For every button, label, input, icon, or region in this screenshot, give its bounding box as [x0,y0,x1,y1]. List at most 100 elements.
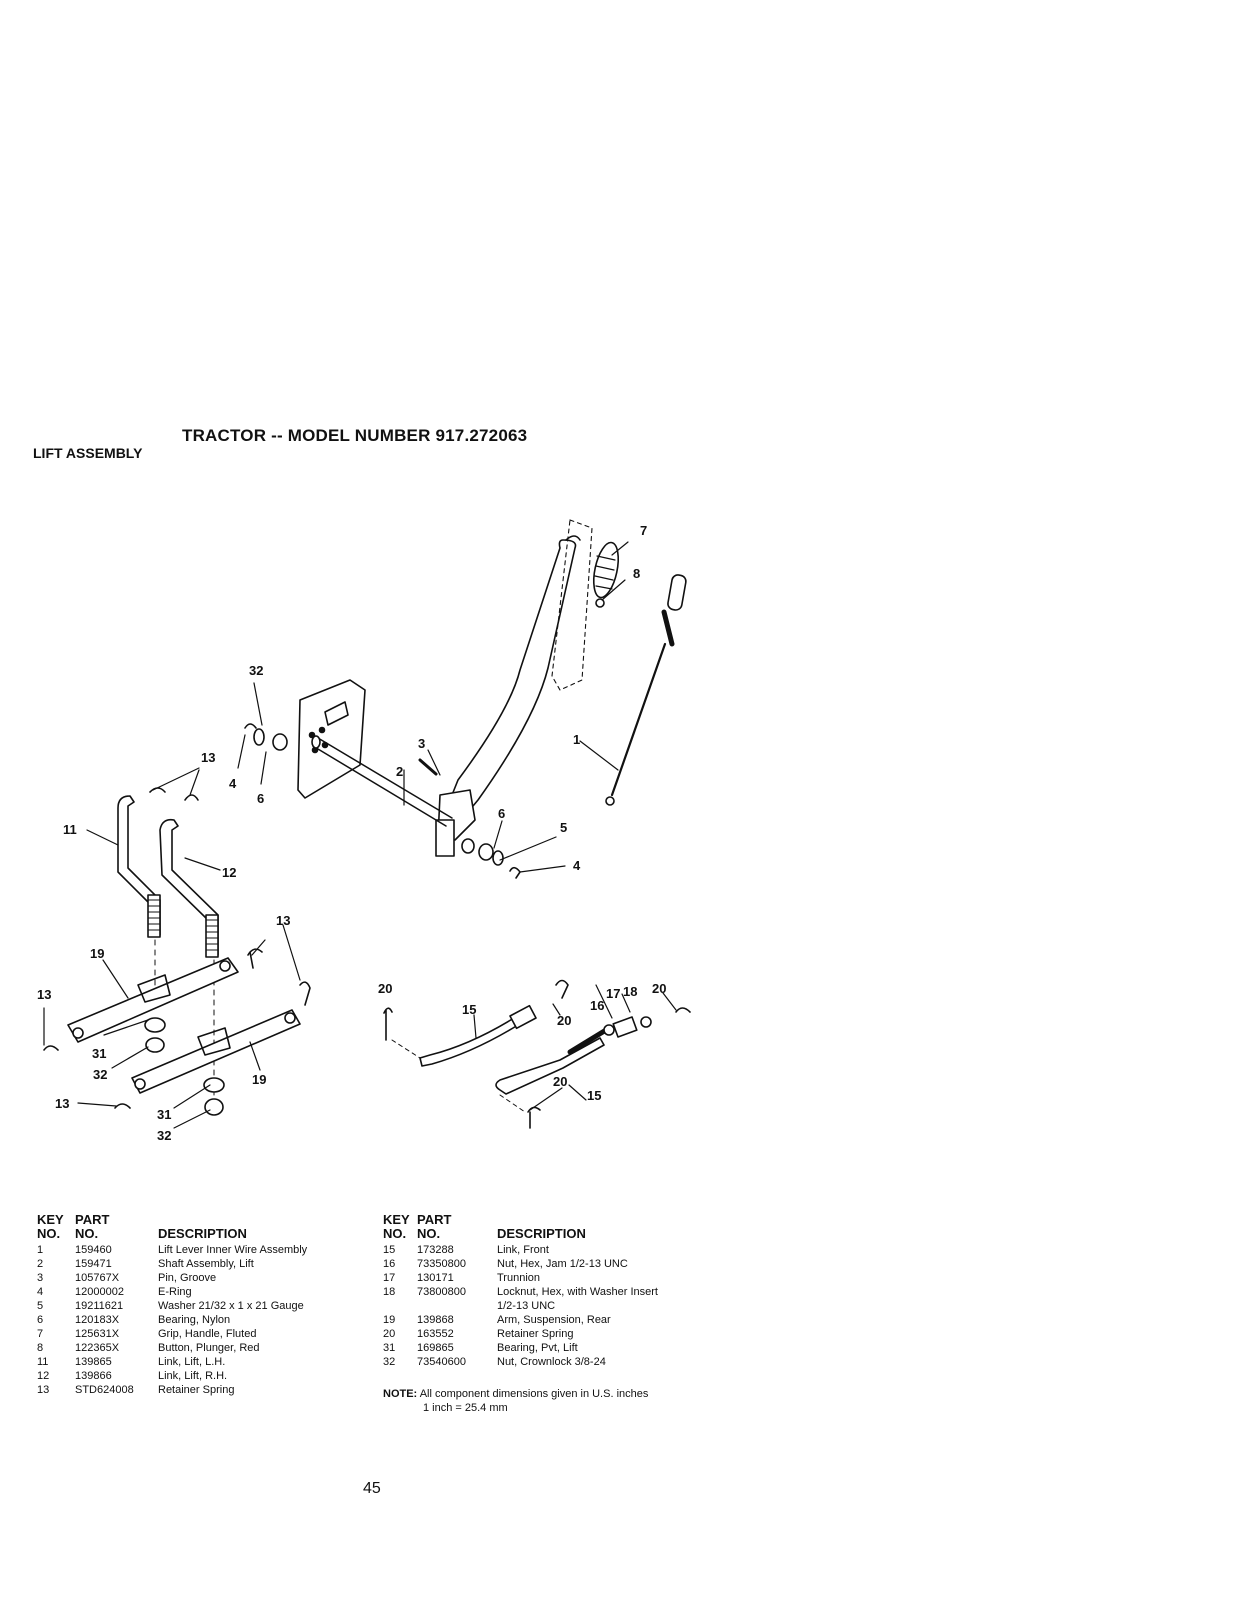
cell-desc: Nut, Crownlock 3/8-24 [497,1356,606,1368]
table-row: 6 120183X Bearing, Nylon [37,1313,367,1327]
cell-part: 169865 [417,1342,454,1354]
callout-5: 32 [249,663,263,678]
callout-20d: 20 [553,1074,567,1089]
header-description: DESCRIPTION [158,1226,247,1241]
table-header: KEY PART NO. NO. DESCRIPTION [37,1213,367,1243]
callout-20: 20 [378,981,392,996]
cell-key: 8 [37,1342,44,1354]
cell-desc: Retainer Spring [497,1328,574,1340]
callout-8: 8 [633,566,640,581]
lift-links-drawing [117,795,219,1096]
table-row: 8 122365X Button, Plunger, Red [37,1341,367,1355]
cell-part: 159460 [75,1244,112,1256]
inner-wire-drawing [605,574,687,806]
callout-6b: 6 [498,806,505,821]
cell-part: 163552 [417,1328,454,1340]
cell-key: 32 [383,1356,396,1368]
callout-31b: 31 [157,1107,171,1122]
callout-6: 6 [257,791,264,806]
callout-18: 18 [623,984,637,999]
note-conversion: 1 inch = 25.4 mm [423,1402,508,1414]
suspension-arms-drawing [67,957,301,1116]
table-row-continuation: 1/2-13 UNC [383,1299,713,1313]
callout-32: 32 [93,1067,107,1082]
callout-13d: 13 [55,1096,69,1111]
cell-key: 19 [383,1314,396,1326]
cell-desc: Shaft Assembly, Lift [158,1258,254,1270]
callout-1: 1 [573,732,580,747]
header-key: KEY [37,1212,64,1227]
cell-key: 18 [383,1286,396,1298]
cell-desc: Bearing, Pvt, Lift [497,1342,578,1354]
cell-desc: Trunnion [497,1272,541,1284]
cell-desc: Link, Lift, L.H. [158,1356,226,1368]
cell-desc: Lift Lever Inner Wire Assembly [158,1244,308,1256]
note-text: All component dimensions given in U.S. i… [419,1388,649,1400]
cell-desc: Arm, Suspension, Rear [497,1314,611,1326]
header-key: KEY [383,1212,410,1227]
cell-desc: Bearing, Nylon [158,1314,231,1326]
header-key-no: NO. [37,1226,61,1241]
cell-desc: Link, Front [497,1244,549,1256]
mounting-plate-drawing [297,679,366,799]
cell-part: 139868 [417,1314,454,1326]
callout-13b: 13 [276,913,290,928]
cell-key: 7 [37,1328,44,1340]
cell-part: 105767X [75,1272,120,1284]
callout-13c: 13 [37,987,51,1002]
cell-key: 6 [37,1314,44,1326]
cell-key: 11 [37,1356,49,1368]
header-part-no: NO. [75,1226,99,1241]
callout-15: 15 [462,1002,476,1017]
cell-key: 13 [37,1384,50,1396]
header-part: PART [75,1212,110,1227]
table-row: 32 73540600 Nut, Crownlock 3/8-24 [383,1355,713,1369]
cell-key: 15 [383,1244,396,1256]
callout-20b: 20 [557,1013,571,1028]
cell-key: 2 [37,1258,44,1270]
cell-desc: Pin, Groove [158,1272,217,1284]
callout-7: 7 [640,523,647,538]
table-row: 13 STD624008 Retainer Spring [37,1383,367,1397]
cell-part: 159471 [75,1258,112,1270]
header-key-no: NO. [383,1226,407,1241]
table-header: KEY PART NO. NO. DESCRIPTION [383,1213,713,1243]
cell-key: 5 [37,1300,44,1312]
cell-key: 17 [383,1272,396,1284]
dimension-note: NOTE: All component dimensions given in … [383,1387,648,1415]
cell-part: 125631X [75,1328,120,1340]
cell-part: 73540600 [417,1356,466,1368]
callout-17: 17 [606,986,620,1001]
cell-part: 73800800 [417,1286,466,1298]
cell-desc: Button, Plunger, Red [158,1342,260,1354]
lift-shaft-drawing [311,735,453,827]
cell-part: 73350800 [417,1258,466,1270]
parts-table-left: KEY PART NO. NO. DESCRIPTION 1 159460 Lift… [37,1213,367,1397]
cell-desc: 1/2-13 UNC [497,1300,556,1312]
callout-13: 13 [201,750,215,765]
table-row: 2 159471 Shaft Assembly, Lift [37,1257,367,1271]
callout-2: 2 [396,764,403,779]
cell-part: 122365X [75,1342,120,1354]
cell-desc: Link, Lift, R.H. [158,1370,228,1382]
cell-key: 1 [37,1244,44,1256]
cell-desc: Locknut, Hex, with Washer Insert [497,1286,658,1298]
callout-16: 16 [590,998,604,1013]
cell-part: 120183X [75,1314,120,1326]
page-title: TRACTOR -- MODEL NUMBER 917.272063 [182,426,528,445]
callout-19b: 19 [252,1072,266,1087]
callout-numbers: 32 13 4 6 3 2 7 8 1 6 5 4 11 12 13 19 13… [37,523,666,1143]
exploded-parts-diagram: 32 13 4 6 3 2 7 8 1 6 5 4 11 12 13 19 13… [37,519,691,1143]
callout-31: 31 [92,1046,106,1061]
cell-part: STD624008 [75,1384,134,1396]
cell-desc: Retainer Spring [158,1384,235,1396]
